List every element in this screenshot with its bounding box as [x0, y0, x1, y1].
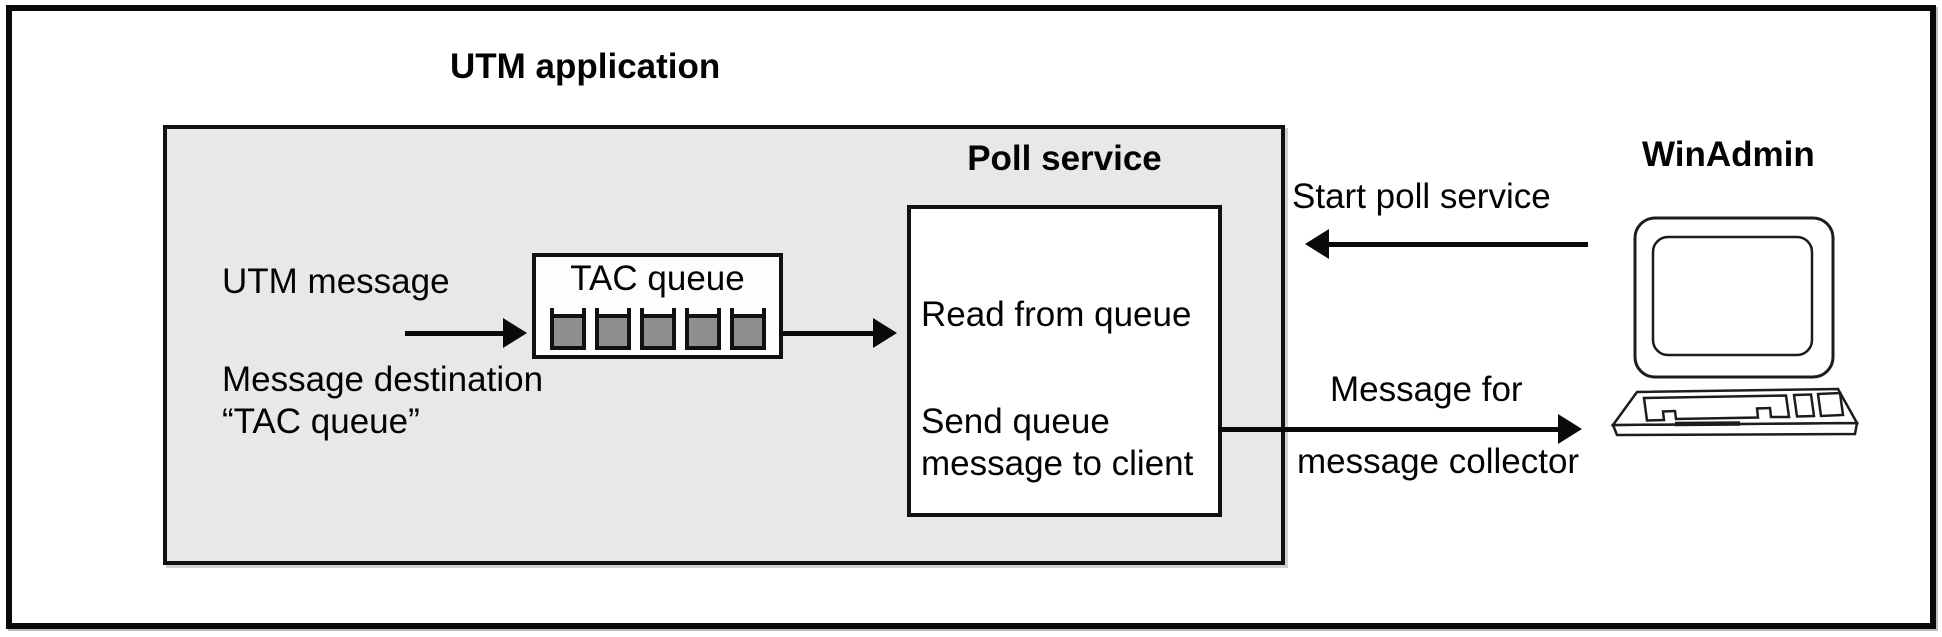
- arrow-line: [1218, 427, 1559, 432]
- arrowhead-right-icon: [503, 318, 527, 348]
- arrow-line: [405, 331, 504, 336]
- monitor-screen: [1651, 235, 1814, 357]
- queue-slot: [639, 308, 676, 350]
- send-queue-message-label: Send queue message to client: [921, 402, 1194, 483]
- keyboard-keys: [1642, 394, 1791, 422]
- arrowhead-right-icon: [1558, 414, 1582, 444]
- message-destination-label: Message destination “TAC queue”: [222, 360, 544, 441]
- arrow-line: [1328, 242, 1588, 247]
- queue-slot: [594, 308, 631, 350]
- utm-message-label: UTM message: [222, 262, 450, 301]
- winadmin-computer-icon: [1610, 216, 1860, 437]
- tac-queue-label: TAC queue: [570, 259, 745, 298]
- arrowhead-right-icon: [873, 318, 897, 348]
- message-for-label: Message for: [1330, 370, 1523, 409]
- start-poll-service-label: Start poll service: [1292, 177, 1551, 216]
- tac-queue-box: TAC queue: [532, 253, 783, 359]
- queue-slots: [536, 308, 779, 350]
- keyboard-key-small: [1792, 393, 1816, 418]
- queue-slot: [729, 308, 766, 350]
- keyboard-key-small: [1816, 391, 1845, 418]
- outer-frame: [6, 5, 1936, 629]
- read-from-queue-label: Read from queue: [921, 295, 1192, 334]
- poll-service-label: Poll service: [967, 139, 1162, 178]
- queue-slot: [684, 308, 721, 350]
- arrowhead-left-icon: [1305, 229, 1329, 259]
- keyboard-shadow-line: [1674, 421, 1741, 427]
- winadmin-label: WinAdmin: [1642, 135, 1815, 174]
- arrow-line: [779, 331, 874, 336]
- utm-application-label: UTM application: [450, 47, 721, 86]
- poll-service-box: [907, 205, 1222, 517]
- queue-slot: [549, 308, 586, 350]
- message-collector-label: message collector: [1297, 442, 1580, 481]
